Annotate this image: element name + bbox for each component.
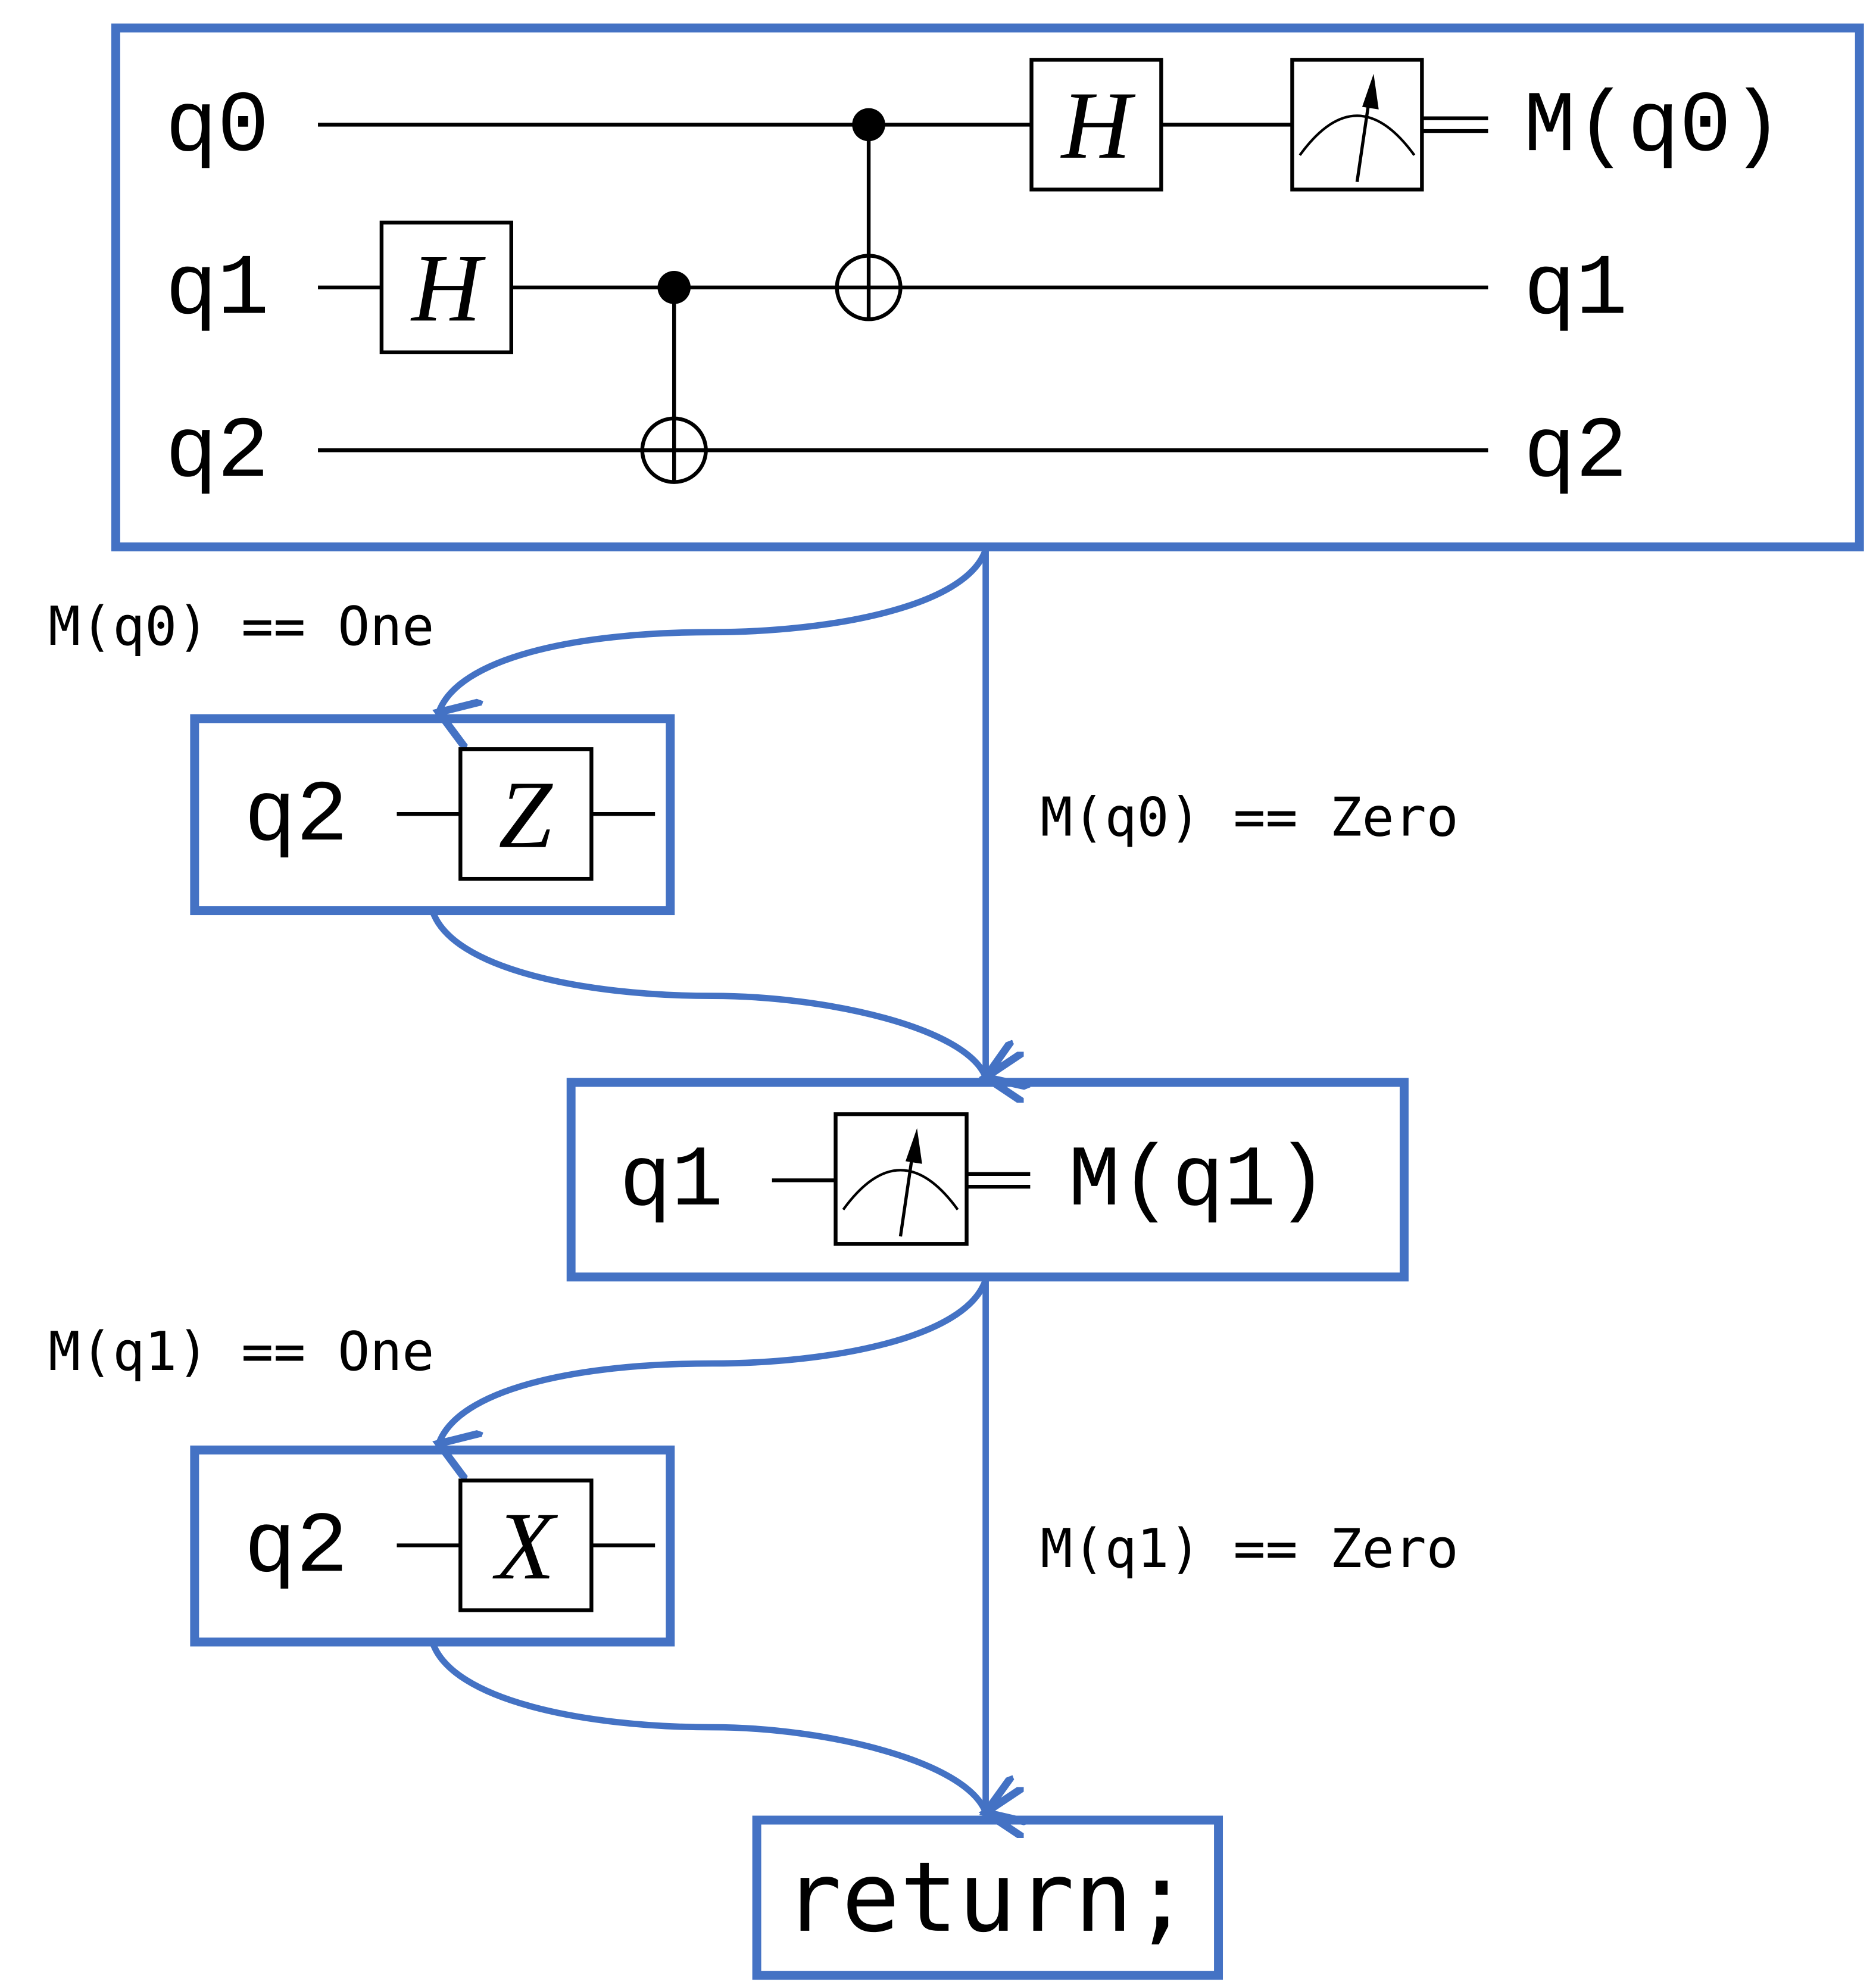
svg-text:q2: q2 xyxy=(244,767,348,866)
measure-gate-q0 xyxy=(1290,58,1424,192)
output-label-q2: q2 xyxy=(1524,404,1627,502)
svg-text:return;: return; xyxy=(784,1842,1191,1954)
svg-text:M(q1): M(q1) xyxy=(1068,1132,1328,1231)
input-label-q1: q1 xyxy=(166,241,269,339)
svg-text:H: H xyxy=(410,235,486,342)
flow-arrow-merge-2 xyxy=(429,1641,985,1812)
flow-arrow-one-1 xyxy=(439,548,989,712)
svg-text:q2: q2 xyxy=(244,1499,348,1597)
main-circuit-block: q0 q1 q2 M(q0) q1 q2 H H xyxy=(111,23,1864,552)
svg-text:H: H xyxy=(1060,72,1136,179)
cnot-q1-q2 xyxy=(640,271,708,484)
measure-q1-block: q1 M(q1) xyxy=(566,1078,1409,1282)
condition-label-q1-zero: M(q1) == Zero xyxy=(1040,1518,1458,1580)
output-label-m-q0: M(q0) xyxy=(1524,78,1783,176)
svg-text:X: X xyxy=(492,1493,558,1600)
svg-text:q1: q1 xyxy=(619,1132,723,1231)
output-label-q1: q1 xyxy=(1524,241,1627,339)
z-gate xyxy=(458,747,594,881)
x-gate xyxy=(458,1478,594,1612)
flow-arrow-merge-1 xyxy=(429,909,985,1078)
return-block: return; xyxy=(752,1815,1223,1980)
target-xor-icon xyxy=(835,254,903,322)
input-label-q0: q0 xyxy=(166,78,269,176)
x-correction-block: q2 X xyxy=(190,1445,675,1647)
condition-label-q1-one: M(q1) == One xyxy=(48,1321,434,1383)
control-dot xyxy=(657,271,691,304)
meter-icon xyxy=(842,1169,959,1210)
cnot-q0-q1 xyxy=(835,108,903,322)
meter-icon xyxy=(1298,114,1416,156)
h-gate-q1: H xyxy=(379,220,513,354)
flow-arrow-one-2 xyxy=(439,1278,989,1444)
condition-label-q0-one: M(q0) == One xyxy=(48,596,434,658)
input-label-q2: q2 xyxy=(166,404,269,502)
target-xor-icon xyxy=(640,416,708,484)
condition-label-q0-zero: M(q0) == Zero xyxy=(1040,787,1458,849)
svg-text:Z: Z xyxy=(498,762,553,869)
z-correction-block: q2 Z xyxy=(190,714,675,916)
control-dot xyxy=(852,108,885,142)
h-gate-q0: H xyxy=(1029,58,1163,192)
